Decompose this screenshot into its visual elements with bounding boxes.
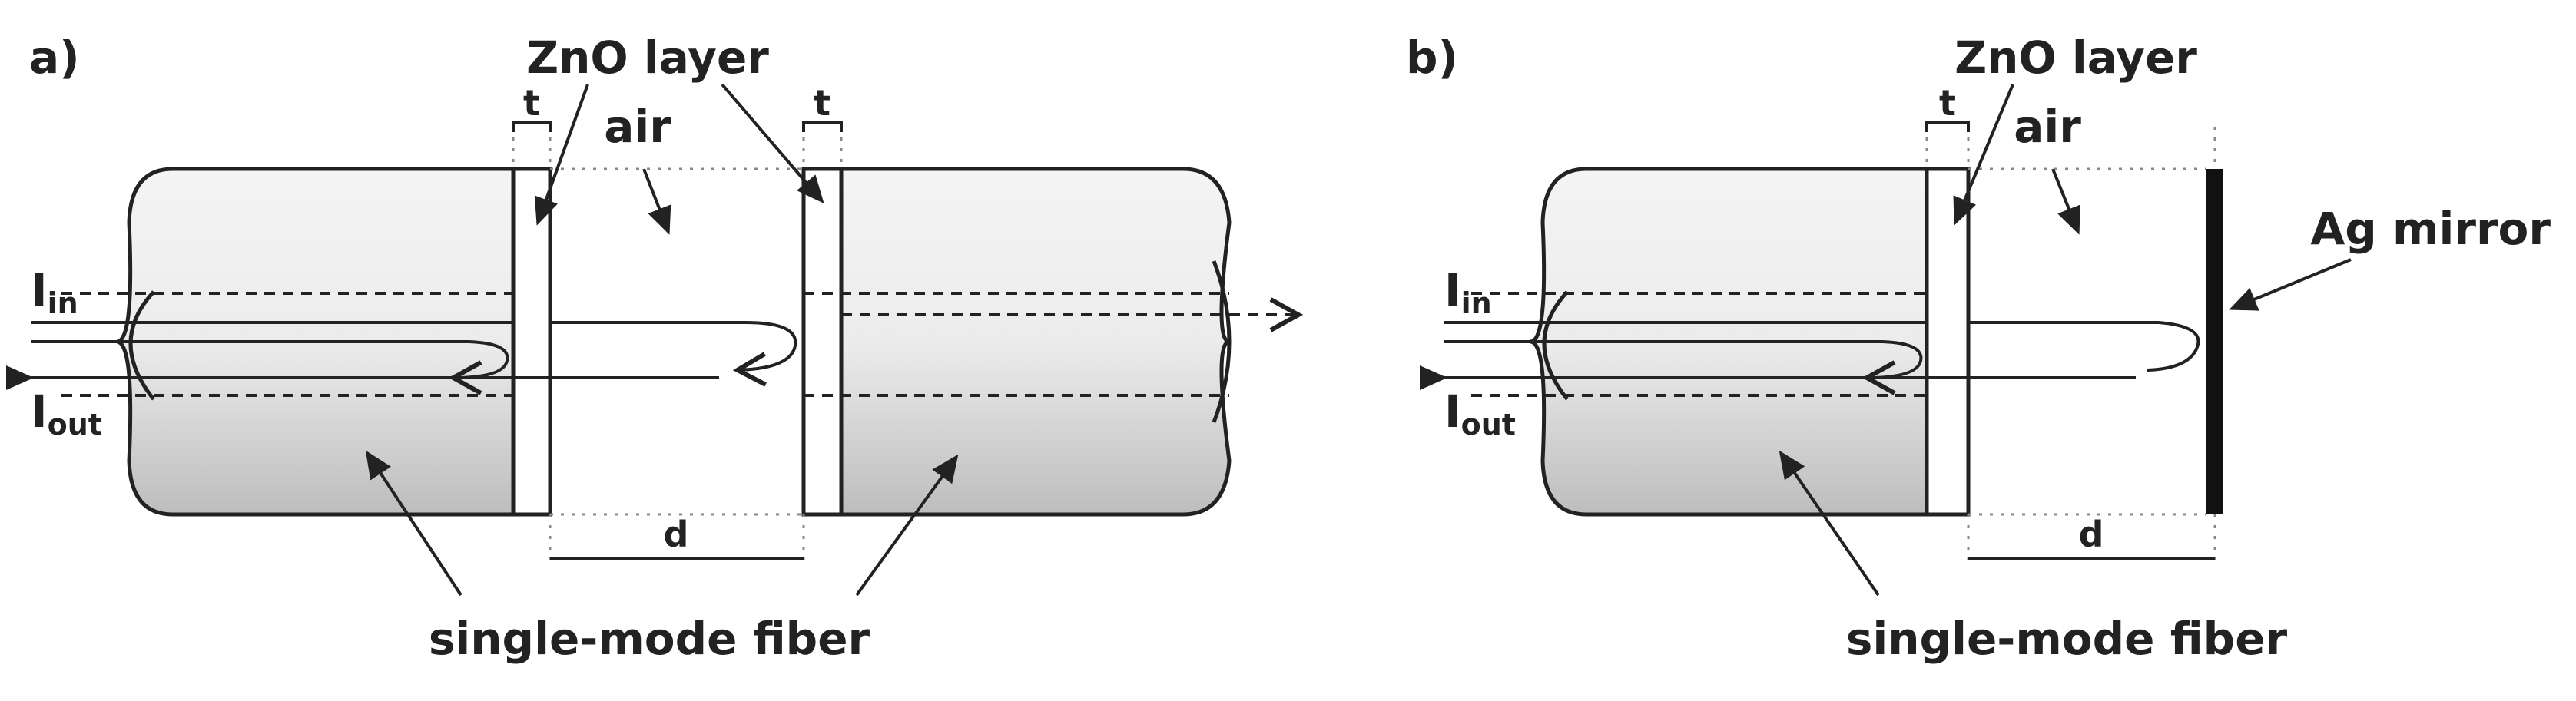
i-in-label-b: Iin — [1444, 264, 1492, 320]
right-fiber — [839, 167, 1232, 517]
air-pointer-b — [2051, 168, 2080, 235]
air-label-a: air — [604, 101, 671, 153]
t-label-a-left: t — [523, 82, 540, 124]
left-fiber-end-curve — [128, 290, 155, 401]
thickness-bracket-a-right — [802, 121, 843, 132]
fiber-pointers-a — [365, 450, 959, 597]
panel-b: b) t d — [1406, 31, 2551, 665]
light-paths-a — [6, 297, 1304, 395]
fiber-label-a: single-mode fiber — [429, 613, 870, 665]
core-boundaries-a — [61, 292, 1229, 397]
d-label-b: d — [2079, 514, 2104, 555]
fiber-label-b: single-mode fiber — [1846, 613, 2288, 665]
zno-layer-left — [511, 167, 552, 517]
air-gap-guides-b — [1925, 127, 2216, 560]
ag-mirror — [2206, 169, 2223, 514]
core-boundaries-b — [1471, 292, 1927, 397]
i-out-label-b: Iout — [1444, 385, 1516, 441]
right-fiber-body — [839, 167, 1232, 517]
t-label-b: t — [1939, 82, 1956, 124]
svg-text:Iout: Iout — [31, 385, 102, 441]
air-pointer-a — [642, 168, 671, 235]
d-label-a: d — [664, 514, 689, 555]
air-label-b: air — [2014, 101, 2081, 153]
light-paths-b — [1420, 321, 2200, 395]
panel-a-tag: a) — [29, 31, 80, 84]
zno-layer-right — [801, 167, 844, 517]
svg-text:Iin: Iin — [31, 264, 78, 320]
mirror-label: Ag mirror — [2310, 203, 2551, 255]
fiber-pointer-b — [1779, 450, 1880, 597]
zno-label-a: ZnO layer — [526, 31, 769, 84]
zno-label-b: ZnO layer — [1954, 31, 2197, 84]
panel-b-tag: b) — [1406, 31, 1458, 84]
right-fiber-end-curve — [1212, 260, 1232, 423]
zno-pointer-b — [1953, 84, 2014, 226]
svg-text:Iout: Iout — [1444, 385, 1516, 441]
thickness-bracket-a-left — [512, 121, 552, 132]
air-gap-guides-a — [512, 127, 843, 560]
mirror-pointer — [2229, 258, 2352, 311]
zno-layer-b — [1925, 167, 1971, 517]
panel-a: a) — [6, 31, 1304, 665]
thickness-bracket-b — [1925, 121, 1970, 132]
fiber-b-end-curve — [1542, 290, 1569, 401]
i-out-label-a: Iout — [31, 385, 102, 441]
t-label-a-right: t — [814, 82, 830, 124]
svg-text:Iin: Iin — [1444, 264, 1492, 320]
zno-pointers-a — [534, 83, 824, 226]
i-in-label-a: Iin — [31, 264, 78, 320]
